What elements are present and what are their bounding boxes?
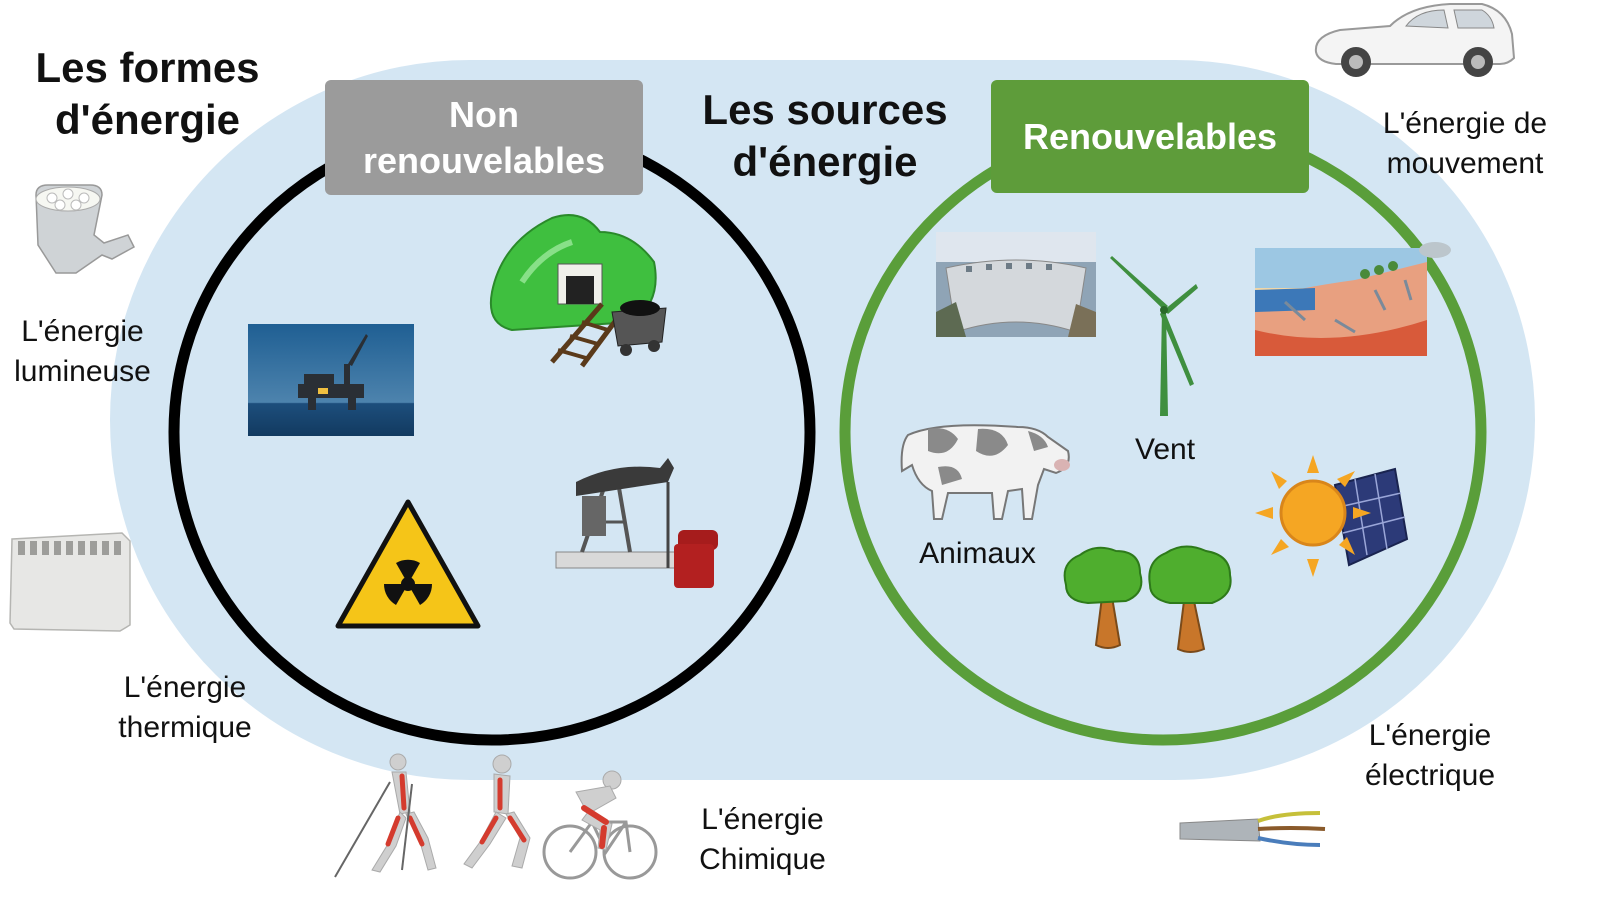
oil-platform-icon <box>248 324 414 436</box>
cable-icon <box>1179 811 1326 847</box>
led-bulb-icon <box>35 184 135 274</box>
thermal-energy-line2: thermique <box>118 711 252 744</box>
oil-pump-icon <box>555 458 718 588</box>
renewable-tag-label: Renouvelables <box>1022 115 1278 157</box>
non-renewable-tag-line1: Non <box>449 93 519 135</box>
page-title: Les formes d'énergie <box>10 42 285 146</box>
wind-turbine-icon <box>1110 256 1198 416</box>
solar-icon <box>1255 455 1409 577</box>
thermal-energy-line1: L'énergie <box>123 671 247 704</box>
light-energy-line1: L'énergie <box>21 315 144 348</box>
non-renewable-tag: Non renouvelables <box>325 80 643 195</box>
motion-energy-label: L'énergie de mouvement <box>1360 104 1570 184</box>
center-title: Les sources d'énergie <box>665 84 985 188</box>
electric-energy-line2: électrique <box>1364 759 1496 792</box>
page-title-line2: d'énergie <box>54 96 241 143</box>
human-motion-icon <box>334 753 658 880</box>
page-title-line1: Les formes <box>35 44 260 91</box>
coal-mine-icon <box>490 214 667 368</box>
motion-energy-line1: L'énergie de <box>1382 107 1548 140</box>
non-renewable-tag-line2: renouvelables <box>362 139 606 181</box>
chemical-energy-label: L'énergie Chimique <box>680 800 845 880</box>
thermal-energy-label: L'énergie thermique <box>100 668 270 748</box>
light-energy-label: L'énergie lumineuse <box>0 312 165 392</box>
electric-energy-label: L'énergie électrique <box>1340 716 1520 796</box>
renewable-tag: Renouvelables <box>991 80 1309 193</box>
car-icon <box>1314 3 1516 77</box>
geothermal-icon <box>1255 242 1451 356</box>
center-title-line1: Les sources <box>702 86 948 133</box>
wind-label: Vent <box>1134 433 1196 466</box>
cow-icon <box>900 424 1070 520</box>
dam-icon <box>936 232 1096 337</box>
light-energy-line2: lumineuse <box>14 355 151 388</box>
radiator-icon <box>9 532 131 632</box>
radioactive-icon <box>335 499 481 629</box>
animals-label: Animaux <box>919 537 1036 570</box>
chemical-energy-line2: Chimique <box>699 843 826 876</box>
trees-icon <box>1063 545 1232 653</box>
motion-energy-line2: mouvement <box>1386 147 1544 180</box>
center-title-line2: d'énergie <box>732 138 918 185</box>
chemical-energy-line1: L'énergie <box>701 803 824 836</box>
electric-energy-line1: L'énergie <box>1368 719 1492 752</box>
